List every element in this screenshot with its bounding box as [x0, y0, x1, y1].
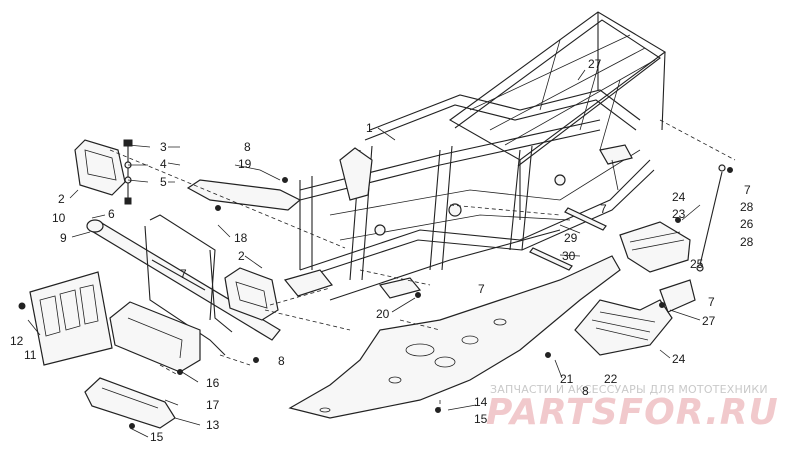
- hardware-fasteners: [129, 167, 733, 429]
- callout-28b: 28: [740, 235, 754, 249]
- callout-18: 18: [234, 231, 248, 245]
- lower-guard: [109, 301, 201, 373]
- watermark-tagline: ЗАПЧАСТИ И АКСЕССУАРЫ ДЛЯ МОТОТЕХНИКИ: [490, 383, 768, 396]
- pointer-lines: [27, 69, 701, 438]
- callout-28a: 28: [740, 200, 754, 214]
- leader-lines: [109, 119, 736, 410]
- callout-27b: 27: [702, 314, 716, 328]
- headlight-right: [224, 267, 279, 321]
- callout-25: 25: [690, 257, 704, 271]
- callout-2a: 2: [58, 192, 65, 206]
- main-frame: [283, 11, 666, 301]
- callout-16: 16: [206, 376, 220, 390]
- footrest-right: [619, 221, 691, 273]
- callout-14: 14: [474, 395, 488, 409]
- callout-3: 3: [160, 140, 167, 154]
- callout-20: 20: [376, 307, 390, 321]
- front-grille: [18, 271, 113, 366]
- callout-10: 10: [52, 211, 66, 225]
- side-brace: [186, 179, 302, 211]
- callout-17: 17: [206, 398, 220, 412]
- belly-pan: [288, 255, 621, 419]
- callout-7e: 7: [708, 295, 715, 309]
- front-bumper: [86, 214, 281, 356]
- callout-7d: 7: [744, 183, 751, 197]
- link-rod: [696, 164, 726, 272]
- callout-15a: 15: [150, 430, 164, 444]
- callout-23: 23: [672, 207, 686, 221]
- callout-24b: 24: [672, 352, 686, 366]
- callout-12: 12: [10, 334, 24, 348]
- callout-29: 29: [564, 231, 578, 245]
- callout-22: 22: [604, 372, 618, 386]
- footrest-left: [574, 279, 696, 356]
- headlight-bolt-stack: [123, 139, 151, 205]
- callout-30: 30: [562, 249, 576, 263]
- front-skid-plate: [84, 377, 176, 429]
- callout-8b: 8: [278, 354, 285, 368]
- callout-9: 9: [60, 231, 67, 245]
- callout-5: 5: [160, 175, 167, 189]
- callout-21: 21: [560, 372, 574, 386]
- callout-13: 13: [206, 418, 220, 432]
- callout-11: 11: [24, 348, 37, 362]
- callout-24a: 24: [672, 190, 686, 204]
- callout-26: 26: [740, 217, 754, 231]
- callout-7c: 7: [478, 282, 485, 296]
- callout-8a: 8: [244, 140, 251, 154]
- callout-1: 1: [366, 121, 373, 135]
- callout-27a: 27: [588, 57, 602, 71]
- callout-19: 19: [238, 157, 252, 171]
- callout-7b: 7: [600, 202, 607, 216]
- watermark-brand: PARTSFOR.RU: [486, 392, 779, 433]
- callout-7a: 7: [180, 267, 187, 281]
- callout-4: 4: [160, 157, 167, 171]
- callout-8c: 8: [582, 384, 589, 398]
- headlight-left: [74, 139, 126, 196]
- rods: [529, 207, 607, 271]
- callout-6: 6: [108, 207, 115, 221]
- callout-2b: 2: [238, 249, 245, 263]
- callout-15b: 15: [474, 412, 488, 426]
